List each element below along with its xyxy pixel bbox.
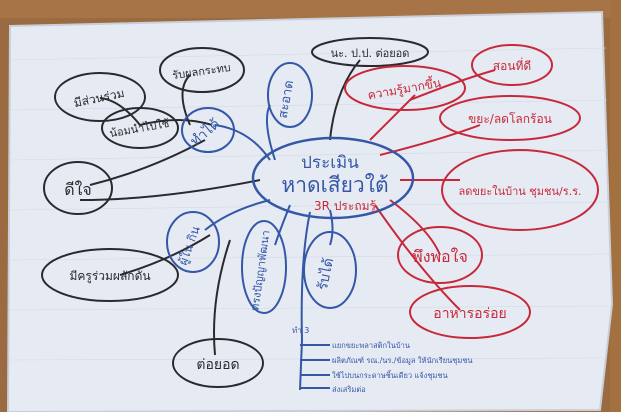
- blue-node-clean: สะอาด: [267, 62, 313, 128]
- red-node-reduce: ลดขยะในบ้าน ชุมชน/ร.ร.: [441, 149, 599, 231]
- red-node-satisfied: พึงพอใจ: [397, 226, 483, 284]
- red-node-food: อาหารอร่อย: [409, 285, 531, 339]
- red-node-food-label: อาหารอร่อย: [433, 306, 506, 322]
- black-node-happy: ดีใจ: [43, 161, 113, 215]
- red-node-waste-label: ขยะ/ลดโลกร้อน: [468, 112, 552, 126]
- blue-node-clean-label: สะอาด: [276, 79, 297, 119]
- center-node: ประเมิน หาดเสียวใต้ 3R ประถมรู้: [251, 136, 415, 220]
- notes-block: ทำ 3 แยกขยะพลาสติกในบ้าน ผลิตภัณฑ์ รณ./น…: [292, 326, 473, 394]
- blue-node-accepted: รับได้: [303, 231, 357, 309]
- red-node-waste: ขยะ/ลดโลกร้อน: [439, 95, 581, 141]
- black-node-top: นะ. ป.ป. ต่อยอด: [311, 37, 429, 67]
- blue-node-accepted-label: รับได้: [314, 256, 337, 291]
- black-node-extend: ต่อยอด: [172, 338, 264, 388]
- center-title-line2: หาดเสียวใต้: [281, 173, 388, 197]
- black-node-teacher: มีครูร่วมผลักดัน: [41, 248, 179, 302]
- black-connectors: [79, 59, 361, 356]
- black-node-teacher-label: มีครูร่วมผลักดัน: [69, 269, 150, 284]
- red-node-satisfied-label: พึงพอใจ: [412, 247, 468, 266]
- center-subtitle: 3R ประถมรู้: [314, 199, 376, 214]
- notes-line: ใช้ไปบนกระดาษชิ้นเดียว แจ้งชุมชน: [332, 370, 448, 380]
- notes-header: ทำ 3: [292, 326, 309, 335]
- red-node-reduce-label: ลดขยะในบ้าน ชุมชน/ร.ร.: [458, 185, 581, 198]
- notes-line: ผลิตภัณฑ์ รณ./นร./ข้อมูล ให้นักเรียนชุมช…: [332, 356, 473, 365]
- red-node-teach-label: สอนที่ดี: [493, 57, 531, 73]
- notes-line: แยกขยะพลาสติกในบ้าน: [332, 341, 410, 350]
- black-node-extend-label: ต่อยอด: [196, 357, 239, 373]
- black-node-top-label: นะ. ป.ป. ต่อยอด: [331, 47, 410, 60]
- center-title-line1: ประเมิน: [301, 153, 359, 173]
- black-node-happy-label: ดีใจ: [64, 180, 92, 199]
- notes-line: ส่งเสริมต่อ: [332, 385, 366, 394]
- red-node-teach: สอนที่ดี: [471, 44, 553, 86]
